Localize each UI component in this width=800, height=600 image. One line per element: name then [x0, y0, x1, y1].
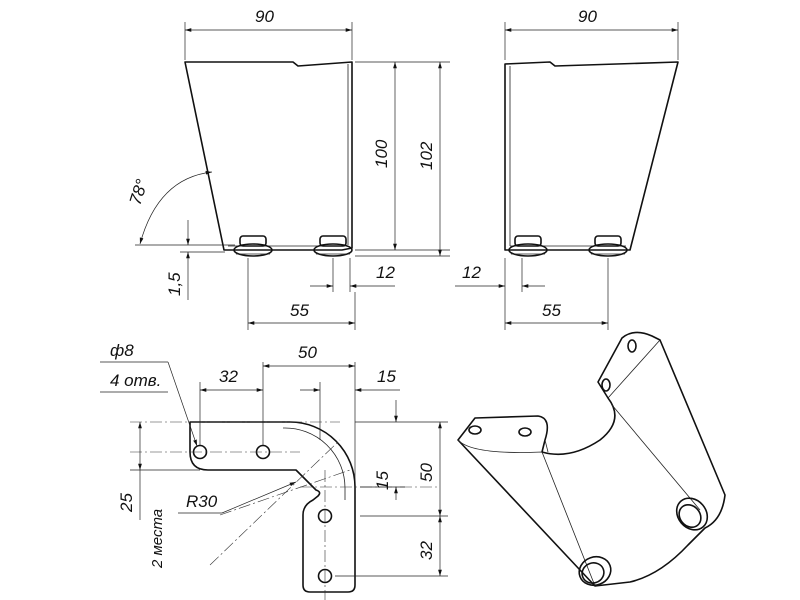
label-radius: R30	[186, 492, 218, 511]
foot-left	[233, 235, 273, 257]
flat-pattern-bend-inner	[282, 427, 346, 500]
dim-front-height-inner: 100	[372, 139, 391, 168]
iso-foot-1	[675, 497, 709, 531]
front-view: 90 100 102 78° 1,5 12 55	[126, 7, 450, 330]
dim-side-foot-spacing: 55	[542, 301, 561, 320]
dim-front-thickness: 1,5	[165, 272, 184, 296]
side-foot-right	[588, 235, 628, 257]
iso-outer-outline	[457, 331, 726, 587]
side-view: 90 12 55	[455, 7, 679, 330]
flat-pattern-outline	[189, 421, 356, 593]
dim-side-width: 90	[578, 7, 597, 26]
dim-front-width: 90	[255, 7, 274, 26]
dim-front-angle: 78°	[126, 177, 152, 208]
dim-flat-offset-right: 15	[373, 471, 392, 490]
dim-side-foot-offset: 12	[462, 263, 481, 282]
dim-front-foot-spacing: 55	[290, 301, 309, 320]
dim-flat-flange-height: 25	[117, 493, 136, 513]
dim-flat-hole-spacing-right: 32	[417, 541, 436, 560]
foot-right	[313, 235, 353, 257]
dim-flat-height-right: 50	[417, 463, 436, 482]
side-view-inner-edge	[509, 66, 626, 247]
isometric-view	[457, 331, 726, 587]
hole-3	[317, 508, 333, 524]
hole-4	[317, 568, 333, 584]
flat-pattern: ф8 4 отв. 50 32 15 50 15 32	[100, 341, 448, 600]
iso-foot-2	[578, 555, 612, 587]
dim-front-height-outer: 102	[417, 141, 436, 170]
front-view-inner-edge	[228, 64, 349, 247]
front-view-outline	[184, 61, 353, 251]
dim-flat-length-top: 50	[298, 343, 317, 362]
label-hole-diameter: ф8	[110, 341, 134, 360]
label-radius-count: 2 места	[149, 509, 166, 569]
dim-flat-hole-spacing-top: 32	[219, 367, 238, 386]
dim-flat-offset-top: 15	[377, 367, 396, 386]
iso-inner-curve	[457, 339, 661, 587]
side-foot-left	[508, 235, 548, 257]
dim-front-foot-offset: 12	[376, 263, 395, 282]
side-view-outline	[504, 61, 679, 251]
label-hole-count: 4 отв.	[110, 371, 161, 390]
